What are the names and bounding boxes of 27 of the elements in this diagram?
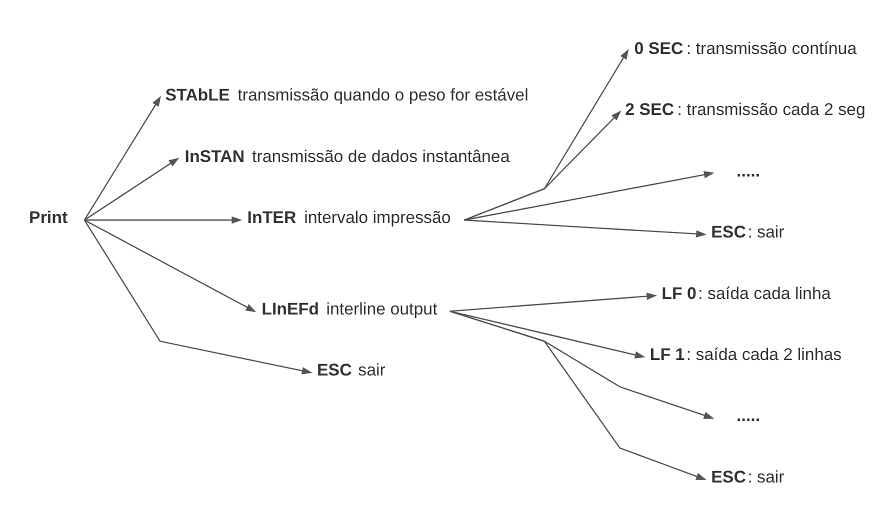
- node-text: InSTAN transmissão de dados instantânea: [184, 146, 510, 166]
- arrow: [450, 310, 706, 480]
- arrow: [84, 219, 312, 374]
- node-text: LF 0: saída cada linha: [662, 283, 831, 302]
- node-text: STAbLE transmissão quando o peso for estável: [165, 85, 528, 104]
- node-text: Print: [29, 208, 68, 227]
- arrow: [464, 218, 707, 238]
- node-text: 2 SEC: transmissão cada 2 seg: [625, 100, 866, 119]
- arrow: [84, 218, 256, 312]
- arrow: [464, 48, 629, 220]
- arrow: [84, 216, 242, 224]
- arrow: [464, 110, 622, 220]
- node-text: 0 SEC: transmissão contínua: [634, 38, 857, 58]
- node-text: LF 1: saída cada 2 linhas: [650, 344, 842, 364]
- arrow: [84, 95, 162, 220]
- node-text: .....: [736, 160, 760, 180]
- node-text: ESC: sair: [711, 222, 784, 242]
- node-text: ESC: sair: [711, 466, 784, 486]
- node-text: InTER intervalo impressão: [247, 208, 451, 227]
- arrow: [450, 310, 714, 418]
- node-text: .....: [736, 406, 760, 425]
- arrow: [450, 292, 658, 312]
- node-text: LInEFd interline output: [262, 298, 438, 318]
- arrow: [464, 170, 714, 220]
- arrow: [84, 157, 180, 220]
- node-text: ESC sair: [317, 360, 386, 380]
- arrow: [450, 310, 646, 358]
